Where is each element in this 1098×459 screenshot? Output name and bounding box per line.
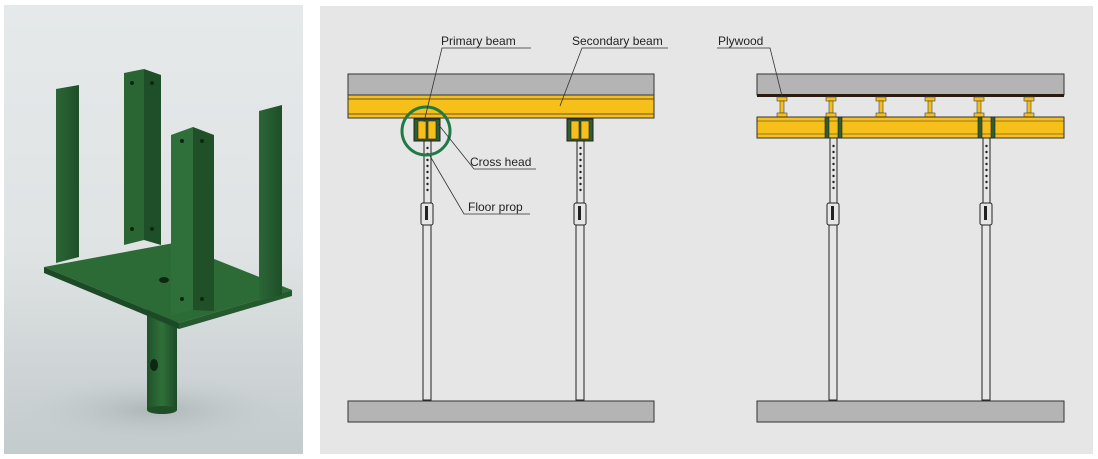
- prop-3: [826, 137, 840, 401]
- formwork-elevations: Primary beam Secondary beam Cross head F…: [347, 34, 1065, 423]
- label-primary-beam: Primary beam: [441, 34, 516, 48]
- product-photo: [4, 5, 303, 454]
- secondary-joists: [776, 96, 1035, 118]
- label-floor-prop: Floor prop: [468, 200, 523, 214]
- label-plywood: Plywood: [718, 34, 763, 48]
- highlight-circle: [400, 105, 452, 157]
- label-cross-head: Cross head: [470, 155, 531, 169]
- prop-2: [566, 118, 594, 401]
- prop-1: [413, 118, 441, 401]
- formwork-diagram-panel: Primary beam Secondary beam Cross head F…: [320, 6, 1093, 454]
- left-elevation: Primary beam Secondary beam Cross head F…: [347, 34, 668, 423]
- right-elevation: Plywood: [717, 34, 1065, 423]
- plywood-sheet: [757, 94, 1064, 97]
- label-secondary-beam: Secondary beam: [572, 34, 663, 48]
- prop-4: [979, 137, 993, 401]
- fork-head-illustration: [14, 69, 294, 445]
